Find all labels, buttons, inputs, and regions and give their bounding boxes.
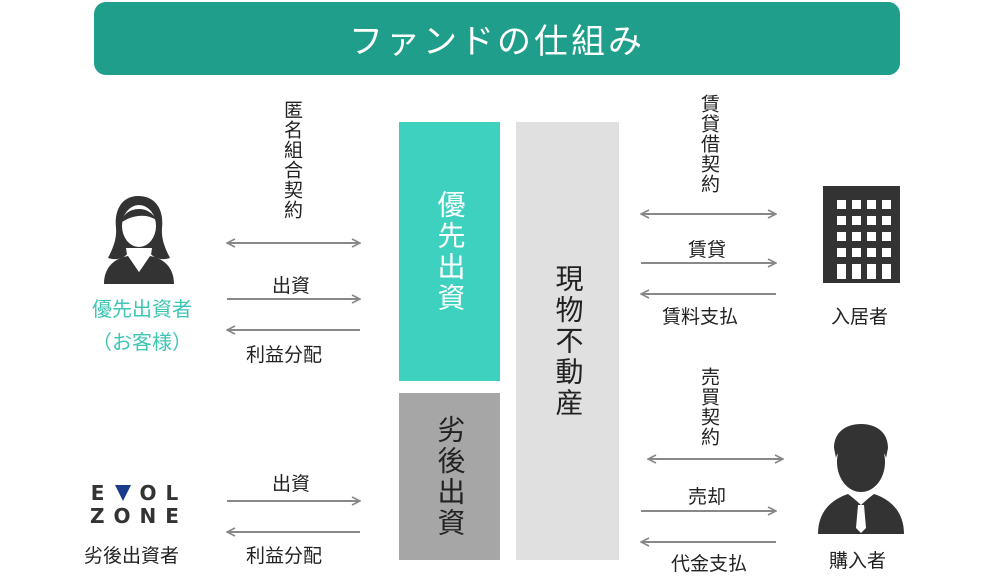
junior-dividend-label: 利益分配 [246, 545, 323, 567]
junior-equity-box: 劣後出資 [399, 393, 500, 560]
lease-label: 賃貸 [688, 239, 727, 261]
junior-investor-name: 劣後出資者 [84, 545, 180, 567]
sale-label: 売却 [688, 486, 727, 508]
tenant-label: 入居者 [831, 306, 889, 328]
real-estate-box: 現物不動産 [516, 122, 619, 560]
lease-contract-label: 賃貸借契約 [698, 94, 720, 194]
building-icon [823, 186, 900, 283]
rent-payment-label: 賃料支払 [662, 306, 739, 328]
woman-investor-icon [104, 196, 174, 284]
senior-invest-label: 出資 [272, 275, 311, 297]
logo-v-mark [115, 485, 132, 501]
page-title: ファンドの仕組み [349, 22, 645, 62]
senior-investor-note: （お客様） [92, 330, 192, 354]
businessman-buyer-icon [818, 424, 904, 534]
senior-dividend-label: 利益分配 [246, 344, 323, 366]
senior-investor-name: 優先出資者 [92, 297, 192, 321]
title-banner: ファンドの仕組み [94, 2, 900, 75]
senior-equity-box: 優先出資 [399, 122, 500, 381]
silent-partnership-contract-label: 匿名組合契約 [281, 100, 303, 220]
junior-invest-label: 出資 [272, 473, 311, 495]
sale-contract-label: 売買契約 [698, 367, 720, 447]
buyer-label: 購入者 [829, 550, 887, 572]
price-payment-label: 代金支払 [671, 553, 748, 575]
